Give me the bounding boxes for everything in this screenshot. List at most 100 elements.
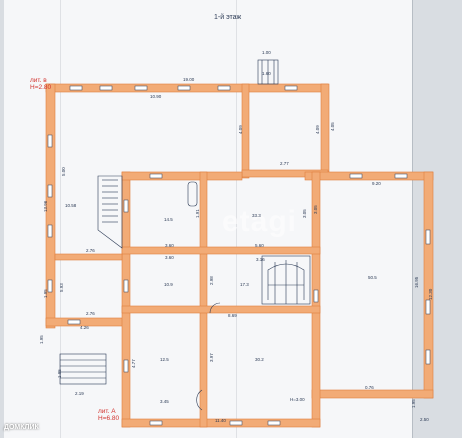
dimension-label: 3.60 [165, 255, 174, 260]
window [47, 224, 53, 238]
dimension-label: 10.90 [150, 94, 162, 99]
room-area: 50.5 [368, 275, 377, 280]
wall [199, 171, 208, 428]
window [149, 420, 163, 426]
wall [121, 171, 243, 181]
fold-line [236, 0, 237, 438]
dimension-label: 1.95 [39, 335, 44, 344]
walls [45, 83, 434, 428]
window [67, 319, 81, 325]
fixtures [59, 59, 311, 411]
dimension-label: 5.60 [255, 243, 264, 248]
dimension-label: 11.40 [215, 418, 226, 423]
bathtub [187, 181, 198, 207]
dimension-label: 4.26 [80, 325, 89, 330]
wall [121, 305, 321, 314]
paper-page [4, 0, 412, 438]
dimension-label: 3.05 [313, 205, 318, 214]
lit-b-height: H=2.80 [30, 84, 52, 92]
dimension-label: 4.09 [315, 125, 320, 134]
dimension-label: 2.76 [86, 248, 95, 253]
fold-line [60, 0, 61, 438]
bottom-steps [59, 353, 107, 385]
window [267, 420, 281, 426]
left-steps [97, 175, 123, 249]
domclick-logo: ДОМКЛИК [4, 424, 39, 431]
window [217, 85, 231, 91]
wall [241, 83, 250, 179]
dimension-label: 13.96 [43, 200, 48, 212]
wall [311, 389, 434, 399]
wall [320, 83, 330, 173]
window [425, 349, 431, 365]
dimension-label: 3.16 [256, 257, 265, 262]
lit-b-label: лит. в H=2.80 [30, 77, 51, 92]
window [99, 85, 113, 91]
lit-a-label: лит. А H=6.80 [98, 408, 119, 423]
dimension-label: 2.50 [420, 417, 429, 422]
door-arc [196, 389, 203, 411]
window [69, 85, 83, 91]
window [134, 85, 148, 91]
dimension-label: 9.20 [372, 181, 381, 186]
window [47, 184, 53, 198]
room-area: 33.3 [252, 213, 261, 218]
wall [121, 418, 321, 428]
window [123, 279, 129, 293]
dimension-label: 2.76 [86, 311, 95, 316]
window [177, 85, 191, 91]
dimension-label: 19.00 [183, 77, 195, 82]
dimension-label: 1.91 [195, 209, 200, 218]
paper-edge [412, 0, 413, 438]
dimension-label: 0.76 [365, 385, 374, 390]
dimension-label: 1.00 [262, 50, 271, 55]
room-area: 17.3 [240, 282, 249, 287]
window [284, 85, 298, 91]
wall [121, 246, 321, 255]
dimension-label: 3.97 [209, 353, 214, 362]
window [394, 173, 408, 179]
door-arc [209, 302, 221, 314]
dimension-label: 5.00 [61, 167, 66, 176]
dimension-label: 4.09 [238, 125, 243, 134]
window [425, 229, 431, 245]
lit-a-name: лит. А [98, 408, 116, 415]
window [425, 299, 431, 315]
room-area: 30.2 [255, 357, 264, 362]
dimension-label: 10.58 [65, 203, 77, 208]
lit-a-height: H=6.80 [98, 415, 120, 423]
dimension-label: 2.98 [209, 276, 214, 285]
room-area: 14.5 [164, 217, 173, 222]
wall [304, 171, 434, 181]
floor-title: 1-й этаж [214, 14, 242, 21]
room-area: 12.5 [160, 357, 169, 362]
dimension-label: H=3.00 [290, 397, 305, 402]
wall [45, 83, 56, 329]
window [47, 279, 53, 293]
dimension-label: 3.05 [302, 209, 307, 218]
window [349, 173, 363, 179]
lit-b-name: лит. в [30, 77, 47, 84]
window [229, 420, 243, 426]
room-area: 10.9 [164, 282, 173, 287]
dimension-label: 4.05 [330, 122, 335, 131]
dimension-label: 2.19 [75, 391, 84, 396]
dimension-label: 4.77 [131, 359, 136, 368]
dimension-label: 1.95 [411, 399, 416, 408]
window [123, 359, 129, 373]
window [47, 134, 53, 148]
dimension-label: 3.60 [165, 243, 174, 248]
dimension-label: 1.95 [57, 369, 62, 378]
watermark: etagi [222, 205, 298, 238]
dimension-label: 1.95 [43, 289, 48, 298]
window [123, 199, 129, 213]
dimension-label: 2.77 [280, 161, 289, 166]
dimension-label: 8.69 [228, 313, 237, 318]
window [149, 173, 163, 179]
wall [54, 253, 123, 261]
window [313, 289, 319, 303]
dimension-label: 16.95 [414, 276, 419, 288]
windows [47, 85, 431, 426]
dimension-label: 12.30 [428, 288, 433, 300]
